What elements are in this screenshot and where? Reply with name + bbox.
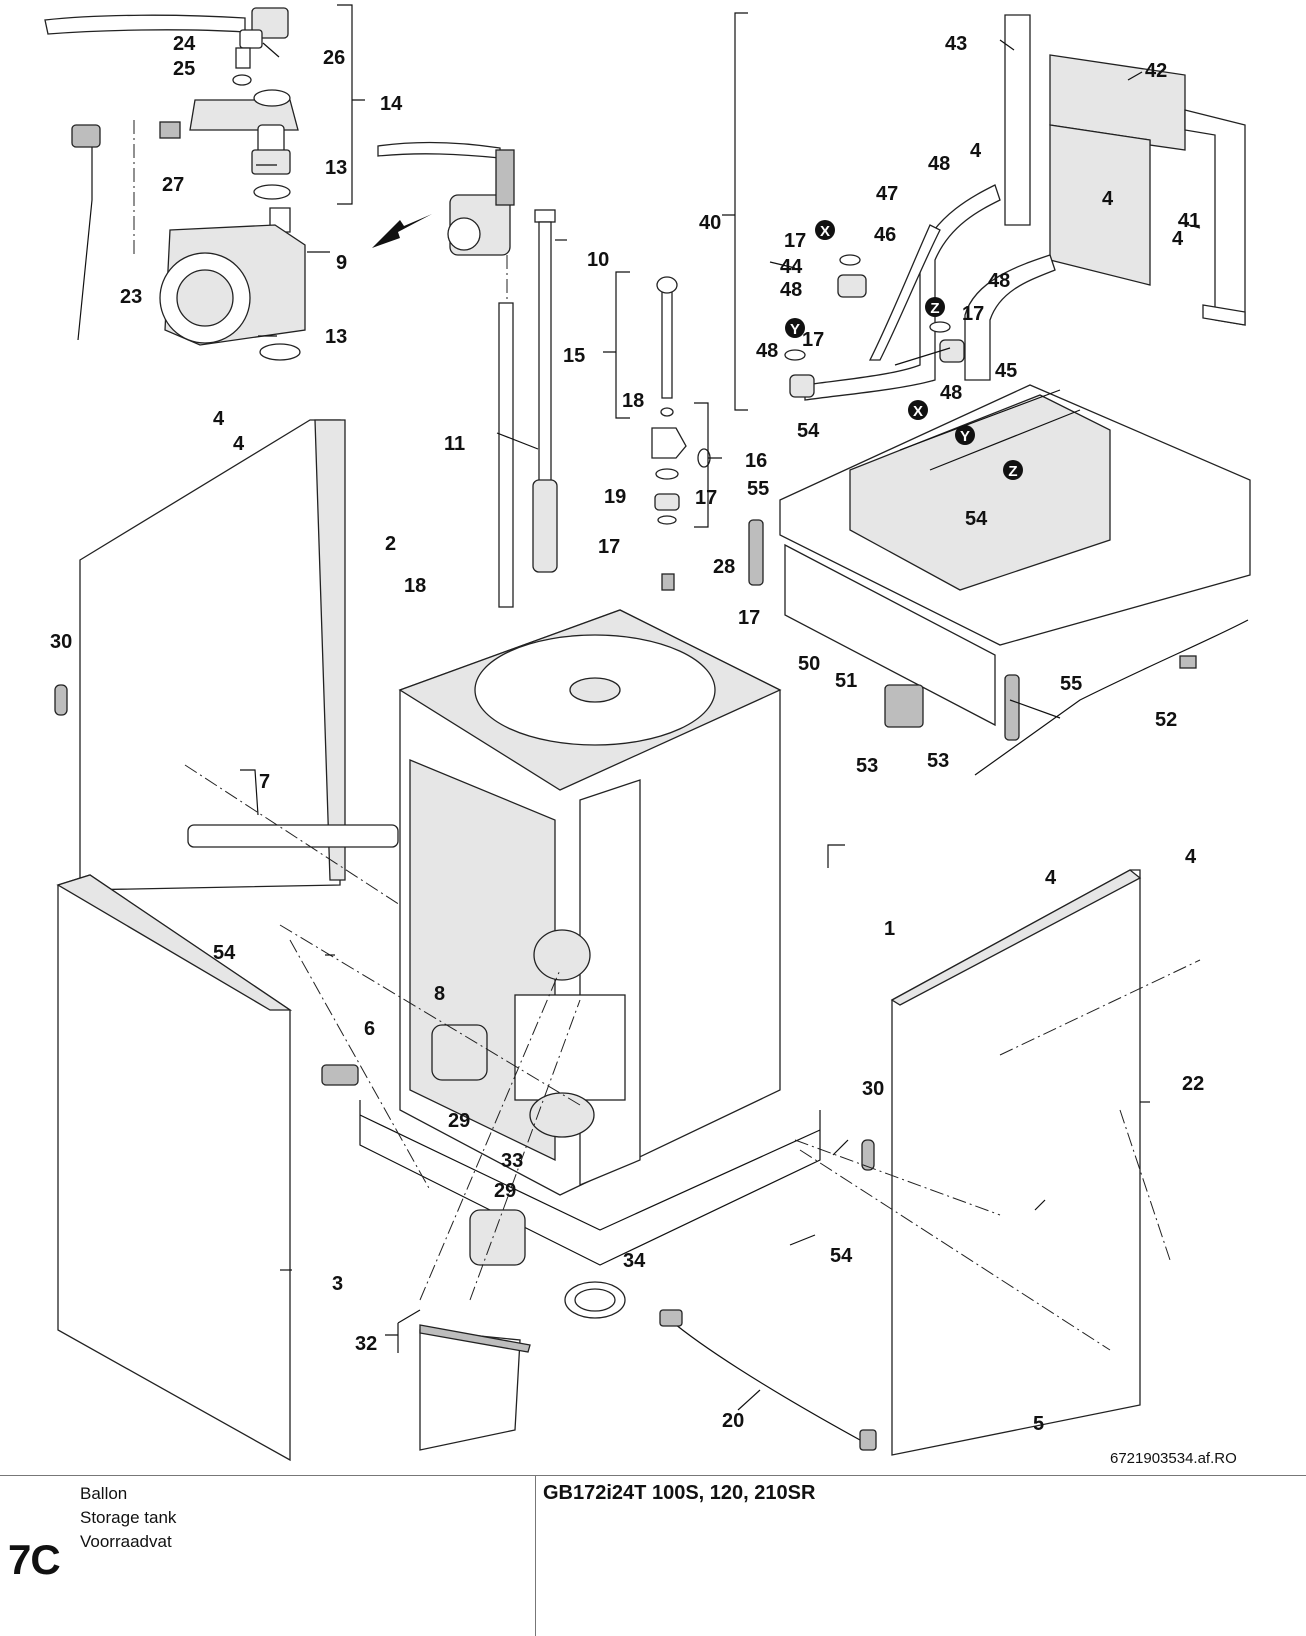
part-label: 42 — [1145, 60, 1167, 82]
part-label: 17 — [784, 230, 806, 252]
part-label: 26 — [323, 47, 345, 69]
part-label: 6 — [364, 1018, 375, 1040]
part-label: 43 — [945, 33, 967, 55]
part-label: 4 — [1172, 228, 1184, 250]
part-label: 4 — [213, 408, 225, 430]
part-label: 13 — [325, 157, 347, 179]
part-label: 4 — [970, 140, 982, 162]
group-brackets — [337, 4, 748, 1353]
sheet-id: 7C — [8, 1536, 61, 1583]
part-label: 55 — [747, 478, 769, 500]
part-label: 53 — [856, 755, 878, 777]
part-label: 4 — [1045, 867, 1057, 889]
part-label: 48 — [928, 153, 950, 175]
part-label: 27 — [162, 174, 184, 196]
part-labels: 1 2 3 4 4 4 4 4 4 4 5 6 7 8 9 10 11 13 1… — [50, 33, 1204, 1435]
description-line: Voorraadvat — [80, 1532, 172, 1551]
direction-arrow — [372, 214, 432, 248]
exploded-parts-diagram: X Y Z X Y Z 1 2 3 4 4 4 4 4 4 4 5 6 7 8 … — [44, 4, 1251, 1467]
part-label: 4 — [1185, 846, 1197, 868]
part-label: 5 — [1033, 1413, 1044, 1435]
part-label: 29 — [494, 1180, 516, 1202]
assembly-lines — [184, 764, 1201, 1351]
part-label: 1 — [884, 918, 895, 940]
part-label: 48 — [780, 279, 802, 301]
part-label: 53 — [927, 750, 949, 772]
part-label: 30 — [862, 1078, 884, 1100]
footer-divider — [535, 1476, 536, 1636]
part-label: 46 — [874, 224, 896, 246]
part-label: 3 — [332, 1273, 343, 1295]
part-label: 17 — [598, 536, 620, 558]
side-panels — [54, 419, 1142, 1462]
part-label: 44 — [780, 256, 803, 278]
part-label: 13 — [325, 326, 347, 348]
part-label: 2 — [385, 533, 396, 555]
part-label: 55 — [1060, 673, 1082, 695]
marker-x-top: X — [820, 223, 830, 240]
part-label: 48 — [756, 340, 778, 362]
part-label: 40 — [699, 212, 721, 234]
part-label: 18 — [622, 390, 644, 412]
part-label: 4 — [233, 433, 245, 455]
part-label: 20 — [722, 1410, 744, 1432]
marker-x-tray: X — [913, 403, 923, 420]
marker-y-tray: Y — [960, 428, 970, 445]
front-bar — [748, 519, 1249, 776]
part-label: 17 — [695, 487, 717, 509]
part-label: 32 — [355, 1333, 377, 1355]
part-label: 41 — [1178, 210, 1200, 232]
marker-z-tray: Z — [1008, 463, 1017, 480]
part-label: 28 — [713, 556, 735, 578]
part-label: 9 — [336, 252, 347, 274]
part-label: 52 — [1155, 709, 1177, 731]
part-label: 15 — [563, 345, 585, 367]
marker-z-top: Z — [930, 300, 939, 317]
description-line: Ballon — [80, 1484, 128, 1503]
part-label: 34 — [623, 1250, 646, 1272]
part-label: 17 — [802, 329, 824, 351]
part-label: 47 — [876, 183, 898, 205]
part-label: 23 — [120, 286, 142, 308]
part-label: 17 — [962, 303, 984, 325]
part-label: 48 — [988, 270, 1010, 292]
mounting-frame — [784, 14, 1246, 401]
part-label: 54 — [965, 508, 988, 530]
part-label: 51 — [835, 670, 857, 692]
storage-tank — [359, 609, 821, 1266]
base-tray — [779, 384, 1251, 646]
leader-lines — [240, 39, 1201, 1411]
part-label: 14 — [380, 93, 403, 115]
part-label: 30 — [50, 631, 72, 653]
part-label: 11 — [444, 433, 465, 455]
part-label: 24 — [173, 33, 196, 55]
model-title: GB172i24T 100S, 120, 210SR — [543, 1482, 816, 1504]
pump-and-rods — [377, 141, 711, 608]
part-label: 4 — [1102, 188, 1114, 210]
part-label: 7 — [259, 771, 270, 793]
part-label: 54 — [830, 1245, 853, 1267]
part-label: 48 — [940, 382, 962, 404]
part-label: 45 — [995, 360, 1017, 382]
part-label: 18 — [404, 575, 426, 597]
description-line: Storage tank — [80, 1508, 177, 1527]
part-label: 54 — [213, 942, 236, 964]
part-label: 22 — [1182, 1073, 1204, 1095]
pump-assembly — [44, 7, 306, 361]
part-label: 17 — [738, 607, 760, 629]
marker-y-top: Y — [790, 321, 800, 338]
part-label: 33 — [501, 1150, 523, 1172]
legend-footer: 7C Ballon Storage tank Voorraadvat GB172… — [0, 1475, 1306, 1636]
part-label: 25 — [173, 58, 195, 80]
part-label: 29 — [448, 1110, 470, 1132]
part-label: 50 — [798, 653, 820, 675]
part-label: 8 — [434, 983, 445, 1005]
part-label: 16 — [745, 450, 767, 472]
part-label: 54 — [797, 420, 820, 442]
position-markers: X Y Z X Y Z — [785, 220, 1023, 480]
part-label: 10 — [587, 249, 609, 271]
sheet-description: Ballon Storage tank Voorraadvat — [80, 1482, 176, 1554]
drawing-code: 6721903534.af.RO — [1110, 1450, 1237, 1467]
part-label: 19 — [604, 486, 626, 508]
